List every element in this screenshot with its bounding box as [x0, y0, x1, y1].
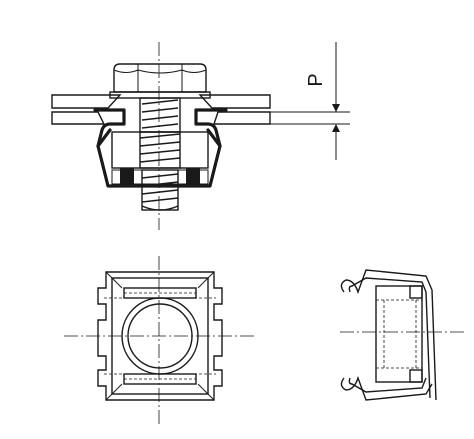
cage-clip-section	[93, 108, 228, 188]
nut-frame	[111, 277, 209, 395]
nut-tab-bottom	[409, 369, 423, 383]
side-view	[340, 269, 466, 401]
top-view	[64, 256, 256, 425]
nut-tab-top	[409, 285, 423, 299]
nut-hole-inner	[127, 303, 193, 369]
clip-lower-hook	[340, 375, 433, 401]
pitch-label: P	[305, 73, 327, 86]
clip-upper-hook	[340, 269, 437, 401]
bolt-tip	[141, 169, 179, 211]
pitch-dimension: P	[305, 42, 340, 160]
nut-hole-outer	[121, 297, 199, 375]
bolt-head	[109, 63, 211, 99]
square-nut-section	[111, 131, 209, 185]
panel-sheets	[51, 94, 350, 125]
nut-side-body	[375, 285, 423, 383]
bolt-washer	[109, 91, 211, 99]
bolt-shank	[139, 97, 181, 133]
section-view: P	[51, 42, 350, 230]
